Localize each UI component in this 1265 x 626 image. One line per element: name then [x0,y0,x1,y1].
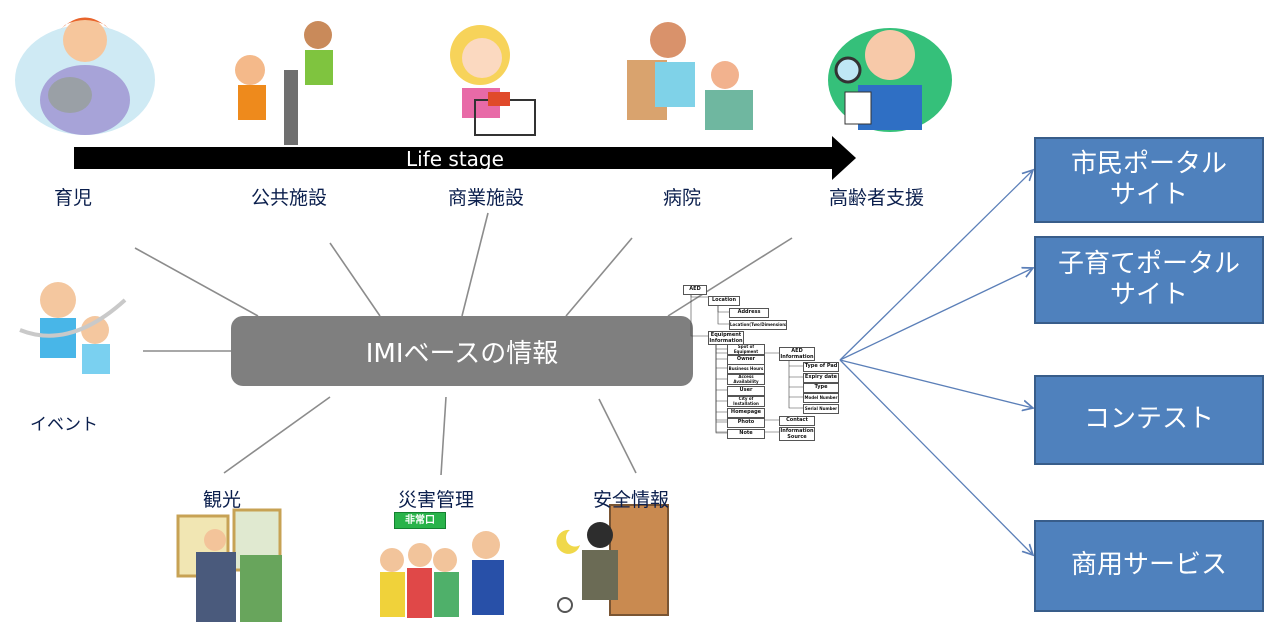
event-illustration [19,282,127,374]
tourism-label: 観光 [203,489,242,511]
schema-equipment-field: Spot of Equipment [727,344,765,355]
schema-aed-field: Type of Pad [803,362,839,372]
commercial-facility-illustration [450,25,536,136]
hub-spokes [134,212,793,476]
public-facility-illustration [235,21,333,145]
stage-hospital-label: 病院 [663,187,702,209]
hospital-illustration [627,22,753,130]
schema-address: Address [729,308,769,318]
disaster-illustration [380,531,504,618]
target-label: コンテスト [1083,404,1214,435]
schema-info-source: Information Source [779,427,815,441]
schema-equipment-field: Note [727,429,765,439]
schema-aed-field: Expiry date [803,373,839,383]
schema-aed-field: Model Number [803,393,839,403]
imi-hub-box: IMIベースの情報 [231,316,693,386]
schema-equipment-field: Photo [727,418,765,428]
schema-equipment-field: Business Hours [727,364,765,374]
schema-equipment-field: City of Installation [727,396,765,407]
emergency-exit-sign: 非常口 [394,512,446,529]
safety-label: 安全情報 [593,489,670,511]
childcare-illustration [15,17,155,135]
tourism-illustration [176,508,282,622]
disaster-label: 災害管理 [398,489,475,511]
schema-contact: Contact [779,416,815,426]
event-label: イベント [30,415,98,435]
schema-aed-field: Serial Number [803,404,839,414]
schema-location: Location [708,296,740,306]
schema-location-detail: Location(Two/Dimensional Coordinates)Coo… [729,320,787,330]
stage-commercial-facility-label: 商業施設 [448,187,525,209]
stage-elderly-support-label: 高齢者支援 [829,187,925,209]
schema-equipment-field: Homepage [727,408,765,418]
elderly-support-illustration [828,28,952,132]
target-connectors [839,170,1033,555]
life-stage-arrow [74,136,856,180]
target-label: 商用サービス [1070,550,1227,581]
target-contest: コンテスト [1034,375,1264,465]
target-label: 市民ポータル サイト [1070,148,1227,210]
life-stage-label: Life stage [406,147,504,171]
aed-schema-tree: AED Location Address Location(Two/Dimens… [681,283,841,443]
schema-aed-field: Type [803,383,839,393]
schema-equipment-field: User [727,386,765,396]
target-childcare-portal: 子育てポータル サイト [1034,236,1264,324]
schema-root: AED [683,285,707,295]
safety-illustration [556,504,669,616]
schema-equipment-field: Access Availability [727,374,765,385]
schema-equipment-info: Equipment Information [708,331,744,345]
target-commercial-service: 商用サービス [1034,520,1264,612]
target-label: 子育てポータル サイト [1057,248,1240,310]
schema-aed-info: AED Information [779,347,815,361]
hub-label: IMIベースの情報 [365,338,559,369]
target-citizen-portal: 市民ポータル サイト [1034,137,1264,223]
stage-public-facility-label: 公共施設 [251,187,328,209]
stage-childcare-label: 育児 [54,187,93,209]
